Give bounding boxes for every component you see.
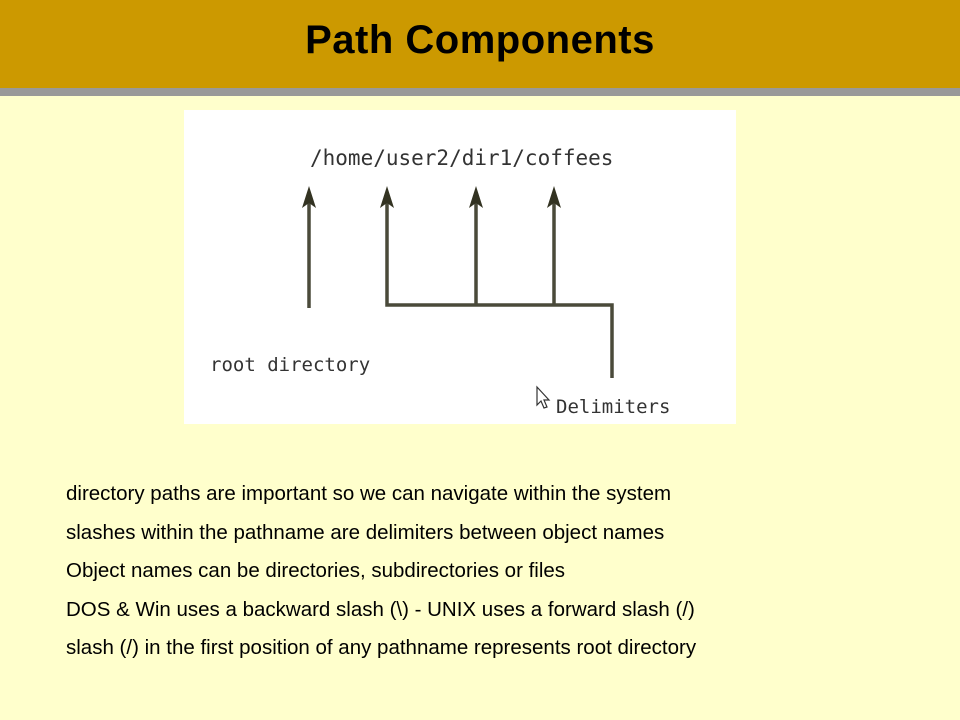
title-bar-shadow	[0, 88, 960, 96]
path-diagram-lines	[302, 186, 614, 409]
bullet-item: Object names can be directories, subdire…	[66, 559, 566, 582]
root-arrowhead	[302, 186, 316, 208]
path-diagram: /home/user2/dir1/coffees root directory …	[184, 110, 736, 424]
delimiters-label: Delimiters	[556, 396, 671, 418]
delimiter-arrowhead-3	[547, 186, 561, 208]
delimiter-arrowhead-2	[469, 186, 483, 208]
mouse-cursor-icon	[536, 385, 551, 409]
title-bar	[0, 0, 960, 88]
slide-title: Path Components	[305, 18, 655, 62]
bullet-item: DOS & Win uses a backward slash (\) - UN…	[66, 597, 695, 621]
delimiter-arrowhead-1	[380, 186, 394, 208]
bullet-item: directory paths are important so we can …	[66, 482, 672, 505]
bullet-list: directory paths are important so we can …	[66, 478, 696, 671]
root-directory-label: root directory	[210, 354, 371, 376]
path-example-text: /home/user2/dir1/coffees	[310, 146, 614, 170]
bullet-item: slashes within the pathname are delimite…	[66, 520, 665, 544]
bullet-item: slash (/) in the first position of any p…	[66, 636, 697, 659]
delimiter-bracket	[385, 198, 614, 378]
